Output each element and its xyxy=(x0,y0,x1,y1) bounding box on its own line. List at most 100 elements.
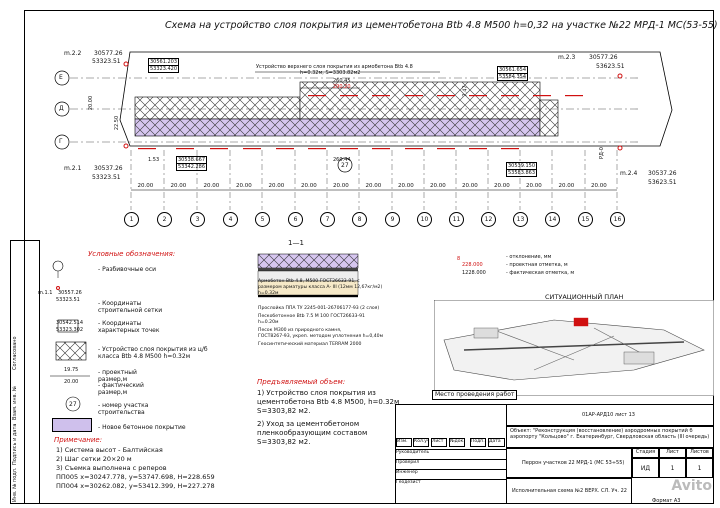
side-label-sign: Подпись и дата xyxy=(12,423,18,465)
axis-col-5: 5 xyxy=(255,212,270,227)
dim-22-50: 22.50 xyxy=(114,115,121,131)
section-number: 27 xyxy=(341,162,349,169)
spacing-label: 20.00 xyxy=(398,183,414,189)
stamp-role: Руководитель xyxy=(396,449,506,459)
side-stamp xyxy=(10,240,40,504)
dim-7-47: 7.47 xyxy=(462,85,469,97)
doc-code: 01АР-АРД10 лист 13 xyxy=(582,412,635,418)
section-title: 1—1 xyxy=(288,239,304,247)
point-m22-y: 53323.51 xyxy=(92,58,121,65)
axis-col-16: 16 xyxy=(610,212,625,227)
section-layer-text: Пескобетонное Btb 7.5 M 100 ГОСТ26633-91 xyxy=(258,314,365,319)
stamp-head-cell: Лист xyxy=(431,438,447,447)
section-layer-text: h=0.32м xyxy=(258,291,279,296)
axis-col-15: 15 xyxy=(578,212,593,227)
stamp-head-cell: Изм. xyxy=(396,438,412,447)
point-m23-name: m.2.3 xyxy=(558,54,576,61)
notes-line-2: 2) Шаг сетки 20×20 м xyxy=(56,455,132,463)
axis-row-E: Е xyxy=(59,74,63,81)
stamp-stage-head: Листов xyxy=(686,448,713,458)
notes-line-4: ПП005 x=30247.778, y=53747.698, H=228.65… xyxy=(56,473,215,481)
side-label-inv-orig: Инв. № подл. xyxy=(12,467,18,503)
dim-20-00-vertical: 20.00 xyxy=(88,95,95,111)
axis-row-D: Д xyxy=(59,105,64,112)
top-layer-label: Устройство верхнего слоя покрытия из арм… xyxy=(256,64,413,70)
legend-box-2: 53323.302 xyxy=(56,327,84,333)
scheme-title: Исполнительная схема №2 ВЕРХ. СЛ. Уч. 22 xyxy=(512,488,627,494)
title-block-sheet xyxy=(506,448,632,478)
axis-col-13: 13 xyxy=(513,212,528,227)
stamp-role: Инженер xyxy=(396,469,506,479)
title-block-scheme xyxy=(506,478,632,504)
coord-box-3b: 53342.286 xyxy=(176,163,208,171)
volume-line-6: S=3303,82 м2. xyxy=(257,438,311,446)
section-layer-text: h=0.20м xyxy=(258,320,279,325)
notes-heading: Примечание: xyxy=(54,436,103,444)
legend-item-5: - проектный размер,м xyxy=(98,369,137,383)
axis-col-14: 14 xyxy=(545,212,560,227)
notes-line-5: ПП004 x=30262.082, y=53412.399, H=227.27… xyxy=(56,482,215,490)
axis-col-1: 1 xyxy=(124,212,139,227)
legend-item-6: - фактический размер,м xyxy=(98,382,144,396)
spacing-label: 20.00 xyxy=(236,183,252,189)
point-m23-x: 30577.26 xyxy=(589,54,618,61)
side-label-agreed: Согласовано xyxy=(12,336,18,370)
section-layers xyxy=(257,253,359,298)
marks-val-3: 1228.000 xyxy=(462,270,486,276)
spacing-label: 20.00 xyxy=(301,183,317,189)
legend-new-concrete-swatch xyxy=(52,418,92,432)
legend-proj-val: 19.75 xyxy=(64,367,79,373)
legend-item-7: - номер участка строительства xyxy=(98,402,149,416)
legend-item-2: - Координаты строительной сетки xyxy=(98,300,163,314)
axis-row-G: Г xyxy=(59,138,63,145)
spacing-label: 20.00 xyxy=(494,183,510,189)
axis-col-4: 4 xyxy=(223,212,238,227)
section-layer-text: ГОСТ8267-93, укреп. методом уплотнения h… xyxy=(258,334,384,339)
point-m23-y: 53623.51 xyxy=(596,63,625,70)
stamp-stage-value: ИД xyxy=(632,458,659,478)
object-text: Объект: "Реконструкция (восстановление) … xyxy=(510,428,710,440)
stamp-head-cell: №док. xyxy=(449,438,465,447)
legend-pt-y: 53323.51 xyxy=(56,297,80,303)
axis-col-10: 10 xyxy=(417,212,432,227)
dim-260-44: 260.44 xyxy=(333,157,351,163)
legend-pt-name: m.1.1 xyxy=(38,290,53,296)
axis-col-9: 9 xyxy=(385,212,400,227)
top-layer-label-2: h=0.32м, S=3303.82м2 xyxy=(300,70,361,76)
legend-item-4: - Устройство слоя покрытия из ц/б класса… xyxy=(98,346,208,360)
sheet-title: Перрон участков 22 МРД-1 (МС 53÷55) xyxy=(522,460,625,466)
title-block-object xyxy=(506,426,714,448)
legend-sect: 27 xyxy=(69,401,77,408)
section-layer-text: Геосинтетический материал TERRAM 2000 xyxy=(258,342,362,347)
notes-line-1: 1) Система высот - Балтийская xyxy=(56,446,163,454)
legend-heading: Условные обозначения: xyxy=(88,250,176,258)
avito-watermark: Avito xyxy=(671,478,712,494)
legend-pt-x: 30557.26 xyxy=(58,290,82,296)
marks-val-2: 228.000 xyxy=(462,262,483,268)
axis-col-8: 8 xyxy=(352,212,367,227)
stamp-stage-value: 1 xyxy=(659,458,686,478)
volume-line-5: пленкообразующим составом xyxy=(257,429,368,437)
legend-item-3: - Координаты характерных точек xyxy=(98,320,160,334)
point-m21-y: 53323.51 xyxy=(92,174,121,181)
point-m22-x: 30577.26 xyxy=(94,50,123,57)
site-map xyxy=(434,300,714,396)
spacing-label: 20.00 xyxy=(365,183,382,189)
site-caption: Место проведения работ xyxy=(432,390,518,400)
dim-1-53: 1.53 xyxy=(148,157,160,163)
section-layer-text: Армобетон Btb 4.8, M500 ГОСТ26633-91, с xyxy=(258,279,360,284)
volume-line-3: S=3303,82 м2. xyxy=(257,407,311,415)
dim-290-20: 290.20 xyxy=(333,84,351,90)
volume-line-2: цементобетона Btb 4.8 М500, h=0.32м xyxy=(257,398,400,406)
legend-item-8: - Новое бетонное покрытие xyxy=(98,424,186,431)
legend-box-1: 30542.514 xyxy=(56,320,84,326)
marks-label-3: - фактическая отметка, м xyxy=(506,270,575,276)
section-layer-text: размером арматуры класса А- III (12мм 12… xyxy=(258,285,383,290)
volume-heading: Предъявляемый объем: xyxy=(257,378,346,386)
spacing-label: 20.00 xyxy=(268,183,285,189)
coord-box-1b: 53323.420 xyxy=(148,65,180,73)
marks-val-1: 8 xyxy=(457,256,461,262)
page-title: Схема на устройство слоя покрытия из цем… xyxy=(165,20,718,31)
axis-col-11: 11 xyxy=(449,212,464,227)
volume-line-1: 1) Устройство слоя покрытия из xyxy=(257,389,376,397)
